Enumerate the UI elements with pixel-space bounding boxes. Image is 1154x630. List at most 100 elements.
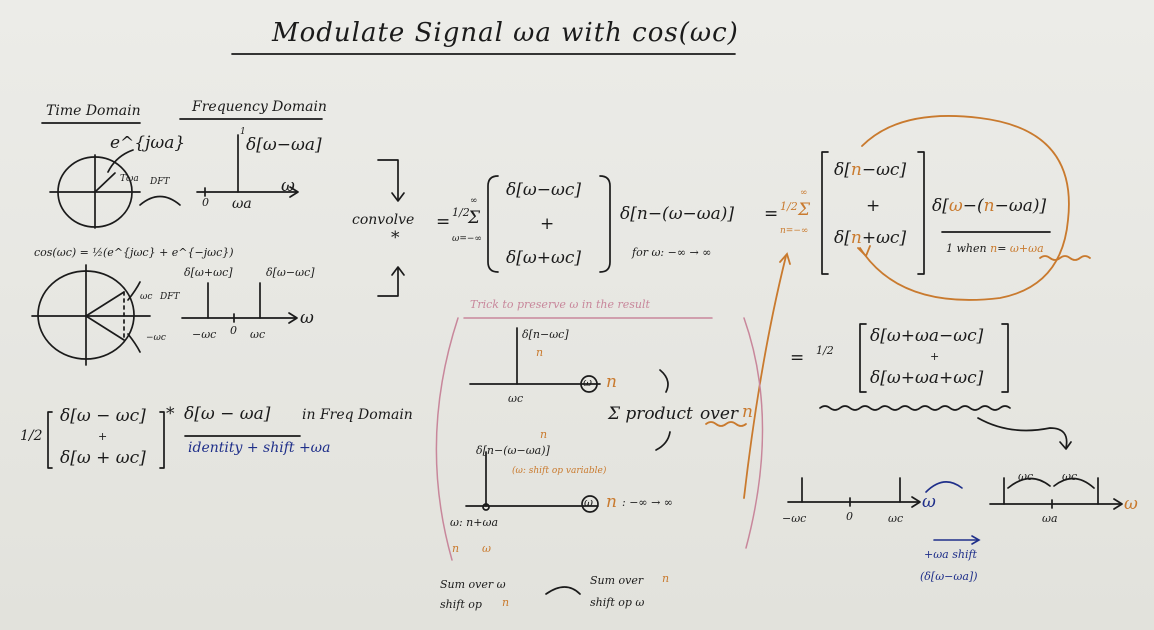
right2-brace-close <box>1001 323 1009 393</box>
right-brace-close <box>917 151 925 275</box>
orange-up-arrow-head <box>779 252 791 265</box>
right-brace-open <box>821 151 829 275</box>
orange-big-loop-head <box>857 245 871 258</box>
in-freq-domain: in Freq Domain <box>302 407 413 423</box>
right2-top-term: δ[ω+ωa−ωc] <box>870 326 984 346</box>
circle1-radius <box>94 172 116 193</box>
mid-plus: + <box>540 214 555 234</box>
convolve-label: convolve <box>352 212 415 228</box>
trick-n-above: n <box>540 428 548 441</box>
right2-squiggle <box>819 405 1011 411</box>
omega-axis-2: ω <box>300 308 314 328</box>
br-neg-wc: −ωc <box>782 512 807 525</box>
trick-at-label: ω: n+ωa <box>450 516 499 529</box>
trick-spike-n: n <box>536 346 544 359</box>
br-delta-note: (δ[ω−ωa]) <box>920 570 978 583</box>
cos-identity: cos(ωc) = ½(e^{jωc} + e^{−jωc}) <box>34 246 234 259</box>
br-omega: ω <box>922 492 936 512</box>
trick-header: Trick to preserve ω in the result <box>470 298 650 311</box>
delta-plus-wc: δ[ω+ωc] <box>184 266 233 279</box>
br-omega2: ω <box>1124 494 1138 514</box>
mid-bottom-term: δ[ω+ωc] <box>506 248 581 268</box>
trick-n-axis2: n <box>606 492 617 512</box>
zero-label-1: 0 <box>202 196 209 209</box>
right-sigma: Σ <box>798 200 811 220</box>
circle2-radius-down <box>85 315 125 341</box>
trick-n-axis: n <box>606 372 617 392</box>
trick-circled-w-2 <box>581 495 599 513</box>
trick-point <box>482 503 490 511</box>
orange-squiggle-2 <box>1039 255 1091 261</box>
orange-squiggle-1 <box>705 421 747 427</box>
mid-range: for ω: −∞ → ∞ <box>632 246 712 259</box>
right-bottom-term: δ[n+ωc] <box>834 228 907 248</box>
trick-over: over <box>700 404 739 424</box>
mid-sigma: Σ <box>468 208 481 228</box>
br-wc: ωc <box>888 512 904 525</box>
one-label: 1 <box>240 127 246 137</box>
right-top-term: δ[n−ωc] <box>834 160 907 180</box>
wa-tick: ωa <box>232 196 252 212</box>
orange-big-loop <box>859 115 1070 301</box>
convolve-arrow-up-head <box>391 266 405 276</box>
right2-eq-sign: = <box>790 348 805 368</box>
note-sum-over-w: Sum over ω <box>440 578 506 591</box>
delta-label-1: δ[ω−ωa] <box>246 135 322 155</box>
note-n-word2: n <box>662 572 670 585</box>
br-shift-note: +ωa shift <box>924 548 977 561</box>
half-fraction: 1/2 <box>20 428 43 444</box>
mid-sum-top: ∞ <box>470 196 478 206</box>
blue-arc-arrow <box>925 481 963 493</box>
convolve-bracket-bottom <box>377 267 399 297</box>
zero-label-2: 0 <box>230 324 237 337</box>
notes-arrow <box>545 586 581 595</box>
right2-arrow-head <box>1059 441 1072 450</box>
frequency-domain-header: Frequency Domain <box>192 99 327 115</box>
trick-circled-w-1 <box>580 375 598 393</box>
trick-n-below: n <box>452 542 460 555</box>
circle1-arrow <box>107 149 134 173</box>
right2-plus: + <box>930 350 940 363</box>
trick-wc-tick: ωc <box>508 392 524 405</box>
convolve-star-left: * <box>166 404 175 424</box>
mid-eq-sign: = <box>436 212 451 232</box>
mid-top-term: δ[ω−ωc] <box>506 180 581 200</box>
note-n-word: n <box>502 596 510 609</box>
ta-label: Tωa <box>120 174 139 184</box>
circle2-arrow-up <box>127 281 141 301</box>
br-wc-span-2: ωc <box>1062 470 1078 483</box>
br-axis-1-head <box>911 496 921 508</box>
right2-bottom-term: δ[ω+ωa+ωc] <box>870 368 984 388</box>
br-arc-right <box>1053 477 1095 489</box>
trick-arrow-2 <box>655 431 671 451</box>
trick-w-below: ω <box>482 542 491 555</box>
right2-brace-open <box>859 323 867 393</box>
freq-axis-1-arrowhead <box>289 186 299 198</box>
bracket-top-term: δ[ω − ωc] <box>60 406 146 426</box>
convolve-bracket-top <box>377 159 399 201</box>
blue-shift-arrow-head <box>971 535 981 545</box>
circle2-arrow-down <box>127 333 141 353</box>
bracket-bottom-term: δ[ω + ωc] <box>60 448 146 468</box>
right2-arrow <box>977 417 1068 449</box>
right-one-when: 1 when n= ω+ωa <box>946 242 1044 255</box>
right-plus: + <box>866 196 881 216</box>
trick-delta-shift: δ[n−(ω−ωa)] <box>476 444 550 457</box>
pink-right-arc <box>743 317 764 549</box>
right-eq-sign: = <box>764 204 779 224</box>
trick-sum-product: Σ product <box>608 404 693 424</box>
br-zero: 0 <box>846 510 853 523</box>
circle2-radius-up <box>85 291 125 317</box>
br-axis-2-head <box>1113 498 1123 510</box>
dft-label-2: DFT <box>160 292 180 302</box>
dft-label-1: DFT <box>150 177 170 187</box>
left-brace-open <box>47 411 53 469</box>
mid-brace-open <box>487 175 499 273</box>
br-wa-center: ωa <box>1042 512 1058 525</box>
page-title: Modulate Signal ωa with cos(ωc) <box>272 18 739 48</box>
wc-label-1: ωc <box>140 292 153 302</box>
delta-wa: δ[ω − ωa] <box>184 404 271 424</box>
right-sum-top: ∞ <box>800 188 808 198</box>
